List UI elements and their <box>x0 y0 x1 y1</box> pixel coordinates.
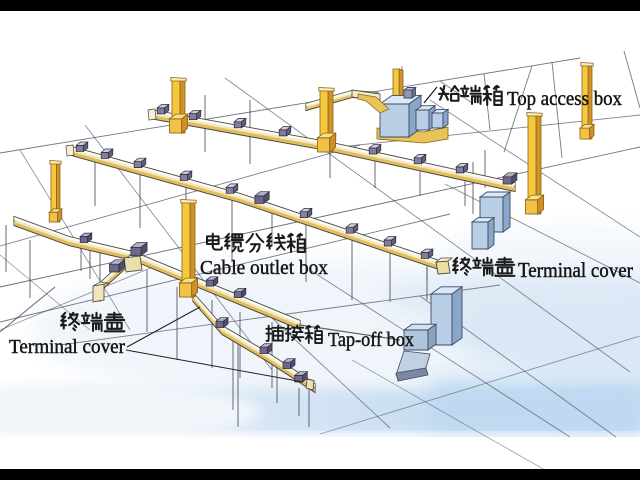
svg-text:Terminal cover: Terminal cover <box>9 336 125 358</box>
svg-text:Top access box: Top access box <box>507 88 622 110</box>
svg-text:Tap-off box: Tap-off box <box>328 329 414 351</box>
svg-text:Cable outlet box: Cable outlet box <box>200 257 328 279</box>
svg-text:Terminal cover: Terminal cover <box>518 258 633 282</box>
